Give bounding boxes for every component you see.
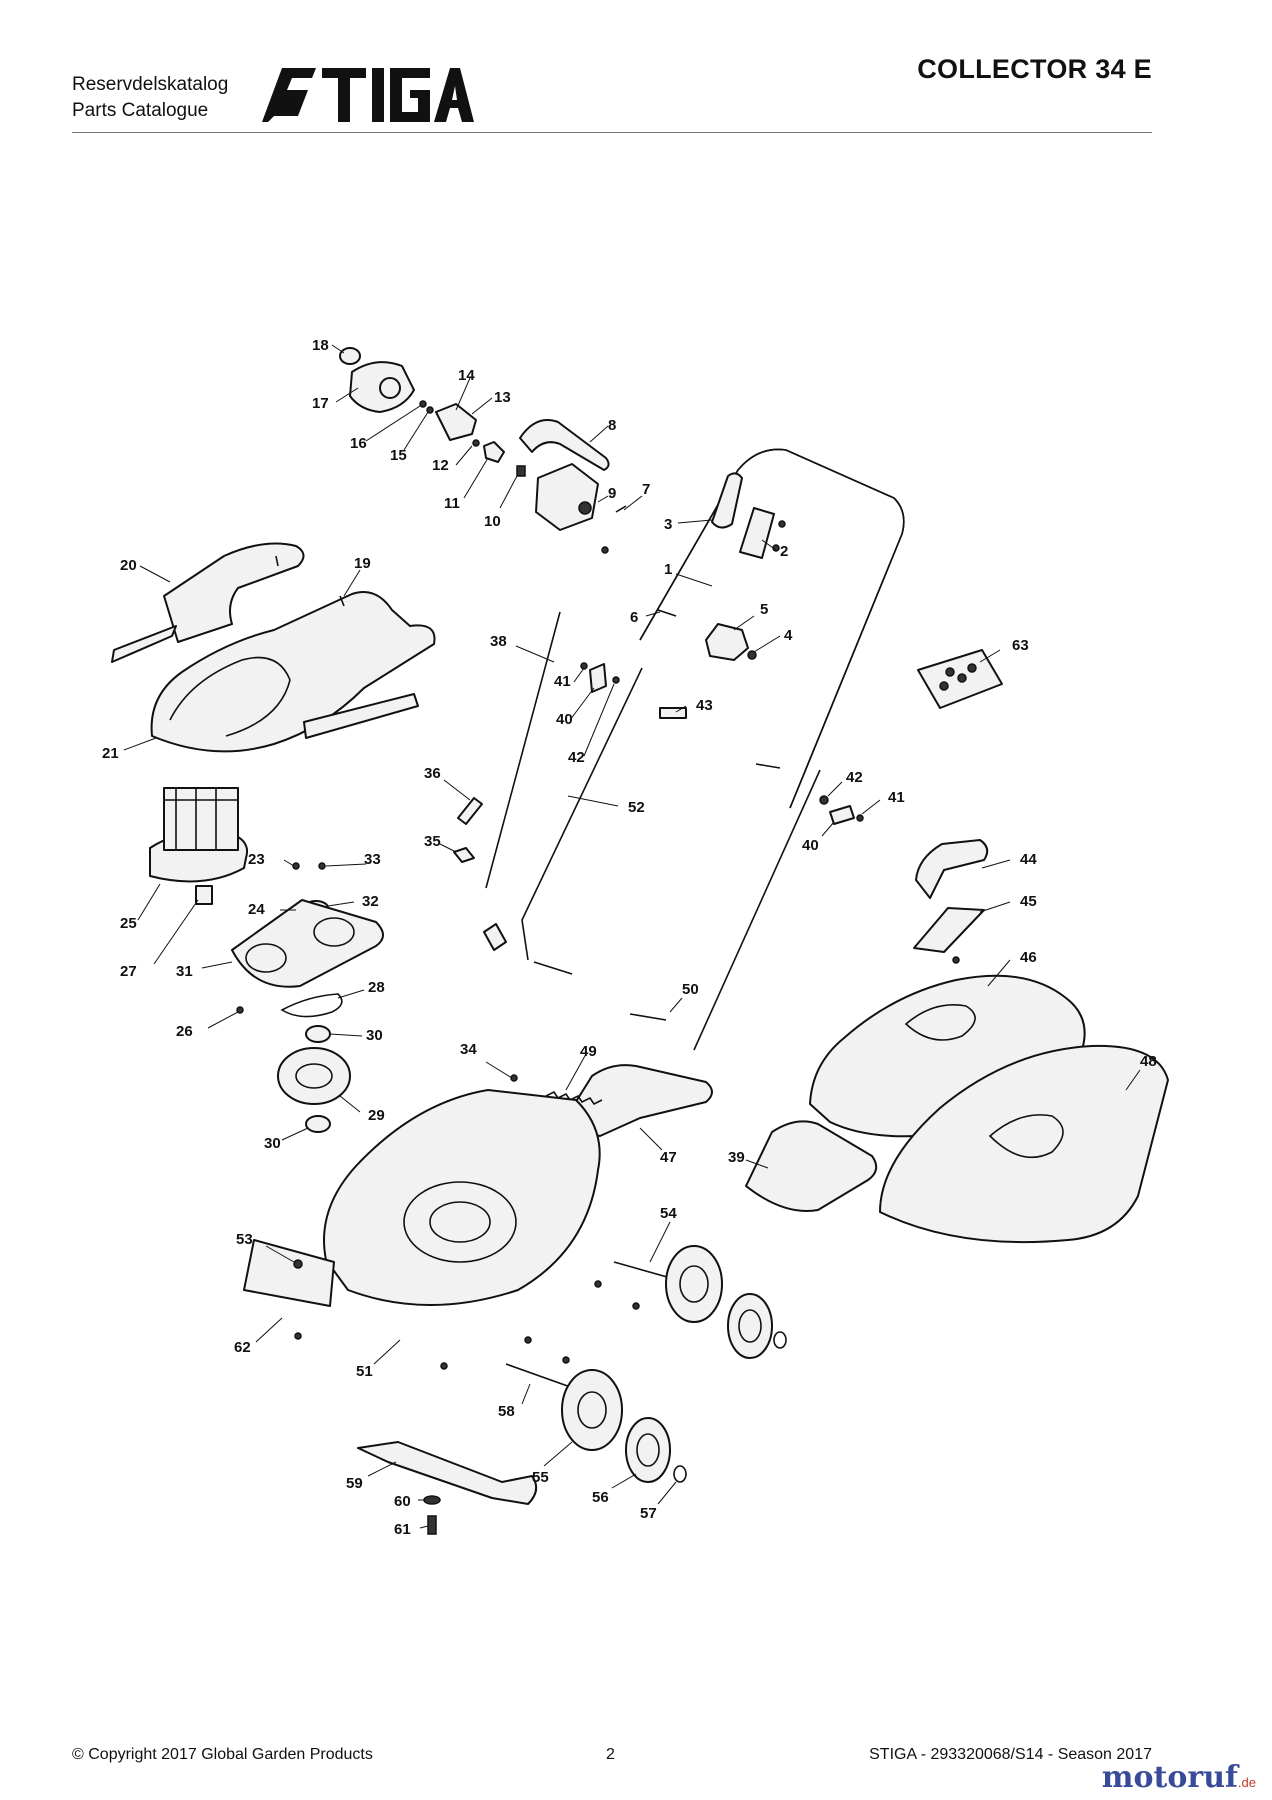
part-number-62: 62 (234, 1339, 251, 1356)
part-number-61: 61 (394, 1521, 411, 1538)
part-number-34: 34 (460, 1041, 477, 1058)
part-number-44: 44 (1020, 851, 1037, 868)
part-number-51: 51 (356, 1363, 373, 1380)
footer-doc-reference: STIGA - 293320068/S14 - Season 2017 (869, 1746, 1152, 1763)
part-number-52: 52 (628, 799, 645, 816)
watermark-suffix: .de (1237, 1775, 1256, 1790)
catalog-title-en: Parts Catalogue (72, 100, 209, 121)
leader-lines (123, 344, 1141, 1529)
part-number-63: 63 (1012, 637, 1029, 654)
part-number-3: 3 (664, 516, 672, 533)
part-number-31: 31 (176, 963, 193, 980)
part-number-38: 38 (490, 633, 507, 650)
part-number-30a: 30 (366, 1027, 383, 1044)
part-number-21: 21 (102, 745, 119, 762)
part-number-8: 8 (608, 417, 616, 434)
part-number-7: 7 (642, 481, 650, 498)
part-number-27: 27 (120, 963, 137, 980)
part-number-53: 53 (236, 1231, 253, 1248)
part-number-40b: 40 (802, 837, 819, 854)
part-number-5: 5 (760, 601, 768, 618)
stiga-logo (262, 68, 474, 122)
part-number-49: 49 (580, 1043, 597, 1060)
part-number-labels: 1 2 3 4 5 6 7 8 9 10 11 12 13 14 15 16 1… (102, 337, 1157, 1538)
part-number-1: 1 (664, 561, 672, 578)
part-number-12: 12 (432, 457, 449, 474)
part-number-41a: 41 (554, 673, 571, 690)
part-number-60: 60 (394, 1493, 411, 1510)
part-number-30b: 30 (264, 1135, 281, 1152)
header-divider (72, 132, 1152, 133)
part-number-13: 13 (494, 389, 511, 406)
part-number-25: 25 (120, 915, 137, 932)
part-number-59: 59 (346, 1475, 363, 1492)
part-number-24: 24 (248, 901, 265, 918)
part-number-11: 11 (444, 495, 460, 512)
part-number-39: 39 (728, 1149, 745, 1166)
part-number-2: 2 (780, 543, 788, 560)
part-number-55: 55 (532, 1469, 549, 1486)
part-number-46: 46 (1020, 949, 1037, 966)
part-number-16: 16 (350, 435, 367, 452)
part-number-41b: 41 (888, 789, 905, 806)
part-number-58: 58 (498, 1403, 515, 1420)
part-number-42a: 42 (568, 749, 585, 766)
part-number-42b: 42 (846, 769, 863, 786)
part-number-45: 45 (1020, 893, 1037, 910)
part-number-35: 35 (424, 833, 441, 850)
part-number-36: 36 (424, 765, 441, 782)
part-number-40a: 40 (556, 711, 573, 728)
footer-page-number: 2 (606, 1746, 615, 1763)
exploded-parts-diagram: 1 2 3 4 5 6 7 8 9 10 11 12 13 14 15 16 1… (102, 337, 1169, 1538)
part-number-17: 17 (312, 395, 329, 412)
part-number-50: 50 (682, 981, 699, 998)
catalog-title-sv: Reservdelskatalog (72, 74, 229, 95)
part-number-43: 43 (696, 697, 713, 714)
model-title: COLLECTOR 34 E (917, 54, 1152, 84)
part-number-4: 4 (784, 627, 793, 644)
part-number-10: 10 (484, 513, 501, 530)
part-number-56: 56 (592, 1489, 609, 1506)
footer-copyright: © Copyright 2017 Global Garden Products (72, 1746, 373, 1763)
part-number-6: 6 (630, 609, 638, 626)
part-shapes (111, 347, 1169, 1535)
part-number-47: 47 (660, 1149, 677, 1166)
part-number-54: 54 (660, 1205, 677, 1222)
part-number-26: 26 (176, 1023, 193, 1040)
catalog-title: Reservdelskatalog Parts Catalogue (72, 72, 228, 124)
watermark: motoruf.de (1102, 1760, 1256, 1795)
part-number-48: 48 (1140, 1053, 1157, 1070)
part-number-9: 9 (608, 485, 616, 502)
part-number-33: 33 (364, 851, 381, 868)
part-number-15: 15 (390, 447, 407, 464)
part-number-32: 32 (362, 893, 379, 910)
part-number-28: 28 (368, 979, 385, 996)
part-number-23: 23 (248, 851, 265, 868)
part-number-57: 57 (640, 1505, 657, 1522)
part-number-14: 14 (458, 367, 475, 384)
part-number-29: 29 (368, 1107, 385, 1124)
part-number-20: 20 (120, 557, 137, 574)
part-number-19: 19 (354, 555, 371, 572)
part-number-18: 18 (312, 337, 329, 354)
watermark-main: motoruf (1101, 1760, 1238, 1795)
